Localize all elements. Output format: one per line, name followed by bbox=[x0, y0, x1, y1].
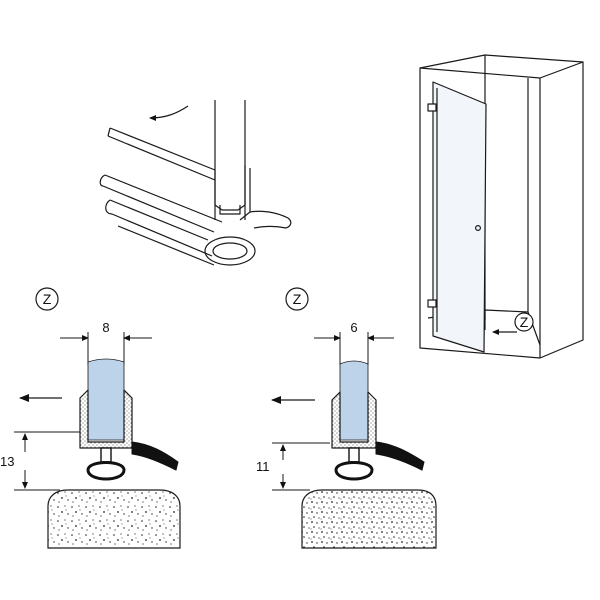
detail-marker-letter-right: Z bbox=[293, 291, 302, 307]
rotation-arrow bbox=[149, 105, 189, 121]
seal-bulb-right bbox=[334, 461, 374, 481]
u-profile-right bbox=[331, 391, 377, 449]
glass-pane-left bbox=[87, 358, 125, 441]
seal-height-label-right: 11 bbox=[256, 459, 270, 474]
u-profile-left bbox=[79, 389, 133, 449]
glass-width-label-left: 8 bbox=[102, 320, 109, 335]
detail-right bbox=[271, 287, 437, 549]
glass-door bbox=[432, 81, 487, 353]
floor-left bbox=[47, 489, 181, 549]
seal-flap-right bbox=[375, 441, 425, 471]
glass-width-label-right: 6 bbox=[350, 320, 357, 335]
detail-marker-letter-left: Z bbox=[43, 291, 52, 307]
floor-right bbox=[301, 489, 437, 549]
detail-marker-circle-left bbox=[35, 287, 59, 311]
shower-enclosure-drawing bbox=[419, 54, 584, 359]
door-handle bbox=[475, 225, 482, 232]
seal-flap-left bbox=[131, 441, 179, 471]
door-callout-letter: Z bbox=[520, 314, 529, 330]
profile-perspective-sketch bbox=[99, 100, 292, 266]
detail-left bbox=[14, 287, 181, 549]
glass-pane-right bbox=[339, 360, 369, 441]
hinge-bottom bbox=[427, 299, 437, 308]
detail-marker-circle-right bbox=[285, 287, 309, 311]
door-callout-circle bbox=[514, 312, 534, 332]
seal-height-label-left: 13 bbox=[0, 454, 14, 469]
hinge-top bbox=[427, 103, 437, 112]
seal-bulb-left bbox=[86, 461, 126, 481]
